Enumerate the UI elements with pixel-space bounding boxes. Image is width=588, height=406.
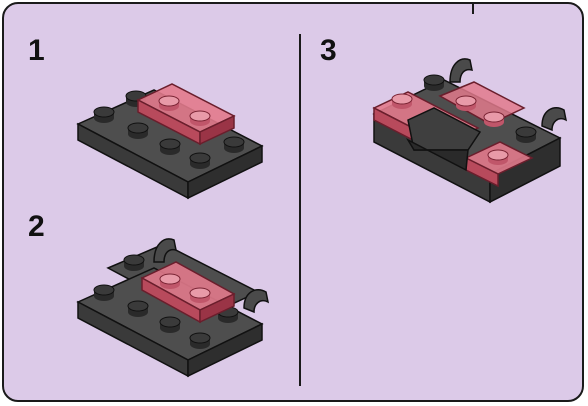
step-2-plate-icon	[78, 244, 262, 376]
instruction-panel: 1 2 3	[2, 2, 584, 402]
build-illustrations	[4, 4, 584, 402]
